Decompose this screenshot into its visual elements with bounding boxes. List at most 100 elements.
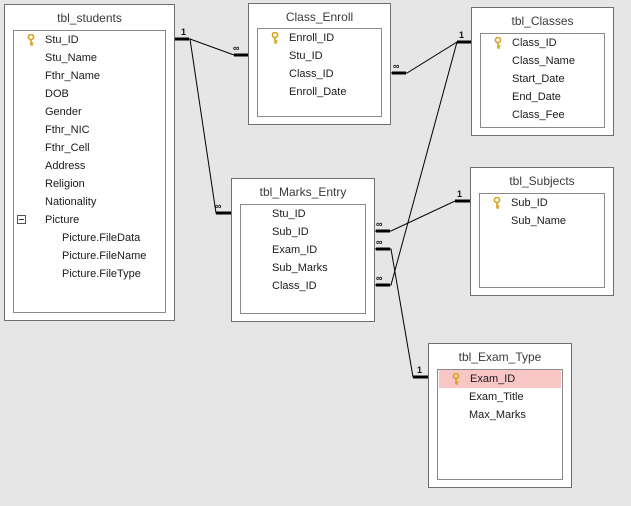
field-row[interactable]: Sub_ID: [241, 223, 365, 241]
field-label: Enroll_ID: [289, 32, 335, 44]
field-label: Gender: [45, 106, 82, 118]
primary-key-icon: [27, 34, 35, 46]
field-row[interactable]: Stu_ID: [14, 31, 165, 49]
field-row[interactable]: Enroll_ID: [258, 29, 381, 47]
field-label: Religion: [45, 178, 85, 190]
field-list: Stu_ID Stu_Name Fthr_Name DOB Gender Fth…: [13, 30, 166, 313]
rel-label-many: ∞: [376, 237, 383, 247]
field-row[interactable]: Class_Fee: [481, 106, 604, 124]
field-label: Picture.FileType: [62, 268, 141, 280]
table-title: Class_Enroll: [285, 10, 354, 24]
field-row[interactable]: Fthr_NIC: [14, 121, 165, 139]
field-label: Sub_Marks: [272, 262, 328, 274]
field-list: Exam_ID Exam_Title Max_Marks: [437, 369, 563, 480]
field-list: Stu_ID Sub_ID Exam_ID Sub_Marks Class_ID: [240, 204, 366, 314]
table-title: tbl_Classes: [511, 14, 574, 28]
field-label: Nationality: [45, 196, 97, 208]
table-title: tbl_students: [57, 11, 122, 25]
field-row[interactable]: Stu_ID: [258, 47, 381, 65]
field-row[interactable]: Stu_ID: [241, 205, 365, 223]
field-row[interactable]: Sub_Name: [480, 212, 604, 230]
table-exam-type[interactable]: tbl_Exam_Type Exam_ID Exam_Title Max_Mar…: [428, 343, 572, 488]
field-label: Max_Marks: [469, 409, 526, 421]
subfield-row[interactable]: Picture.FileType: [14, 265, 165, 283]
field-label: Picture.FileData: [62, 232, 141, 244]
table-title: tbl_Exam_Type: [458, 350, 542, 364]
field-label: Sub_ID: [511, 197, 548, 209]
field-label: Picture: [45, 214, 80, 226]
field-label: Fthr_Name: [45, 70, 101, 82]
field-row[interactable]: Class_ID: [241, 277, 365, 295]
field-row[interactable]: Sub_Marks: [241, 259, 365, 277]
primary-key-icon: [493, 197, 501, 209]
field-row[interactable]: Fthr_Name: [14, 67, 165, 85]
rel-label-one: 1: [459, 30, 464, 40]
field-row[interactable]: Class_ID: [481, 34, 604, 52]
field-list: Class_ID Class_Name Start_Date End_Date …: [480, 33, 605, 128]
table-subjects[interactable]: tbl_Subjects Sub_ID Sub_Name: [470, 167, 614, 296]
rel-label-many: ∞: [393, 61, 400, 71]
field-row[interactable]: Start_Date: [481, 70, 604, 88]
field-row[interactable]: Max_Marks: [438, 406, 562, 424]
field-label: Class_Name: [512, 55, 575, 67]
rel-label-many: ∞: [376, 219, 383, 229]
rel-marks-subjects: [375, 200, 470, 232]
field-row[interactable]: Religion: [14, 175, 165, 193]
field-label: Stu_Name: [45, 52, 97, 64]
field-row[interactable]: End_Date: [481, 88, 604, 106]
field-list: Sub_ID Sub_Name: [479, 193, 605, 288]
field-row[interactable]: Nationality: [14, 193, 165, 211]
field-label: Stu_ID: [272, 208, 306, 220]
field-label: Class_ID: [272, 280, 317, 292]
table-classes[interactable]: tbl_Classes Class_ID Class_Name Start_Da…: [471, 7, 614, 136]
rel-label-one: 1: [417, 365, 422, 375]
field-label: Stu_ID: [289, 50, 323, 62]
field-row[interactable]: Stu_Name: [14, 49, 165, 67]
field-row[interactable]: Fthr_Cell: [14, 139, 165, 157]
collapse-icon[interactable]: [17, 215, 26, 224]
rel-label-many: ∞: [233, 43, 240, 53]
table-students[interactable]: tbl_students Stu_ID Stu_Name Fthr_Name D…: [4, 4, 175, 321]
field-label: Picture.FileName: [62, 250, 147, 262]
field-label: Class_ID: [512, 37, 557, 49]
primary-key-icon: [271, 32, 279, 44]
field-row[interactable]: Enroll_Date: [258, 83, 381, 101]
field-row[interactable]: Exam_ID: [241, 241, 365, 259]
field-list: Enroll_ID Stu_ID Class_ID Enroll_Date: [257, 28, 382, 117]
field-label: Sub_ID: [272, 226, 309, 238]
field-label: Address: [45, 160, 86, 172]
rel-label-one: 1: [181, 27, 186, 37]
field-label: End_Date: [512, 91, 561, 103]
rel-label-one: 1: [457, 189, 462, 199]
rel-label-many: ∞: [215, 201, 222, 211]
rel-label-many: ∞: [376, 273, 383, 283]
primary-key-icon: [494, 37, 502, 49]
field-row[interactable]: Class_Name: [481, 52, 604, 70]
field-label: DOB: [45, 88, 69, 100]
table-marks-entry[interactable]: tbl_Marks_Entry Stu_ID Sub_ID Exam_ID Su…: [231, 178, 375, 322]
primary-key-icon: [452, 373, 460, 385]
field-row[interactable]: Address: [14, 157, 165, 175]
field-row[interactable]: Picture: [14, 211, 165, 229]
table-class-enroll[interactable]: Class_Enroll Enroll_ID Stu_ID Class_ID E…: [248, 3, 391, 125]
field-label: Exam_Title: [469, 391, 524, 403]
field-label: Class_Fee: [512, 109, 565, 121]
field-label: Start_Date: [512, 73, 565, 85]
subfield-row[interactable]: Picture.FileName: [14, 247, 165, 265]
field-row[interactable]: Exam_Title: [438, 388, 562, 406]
field-row[interactable]: Sub_ID: [480, 194, 604, 212]
field-row[interactable]: Class_ID: [258, 65, 381, 83]
field-label: Stu_ID: [45, 34, 79, 46]
rel-students-marks: [175, 38, 231, 214]
field-label: Enroll_Date: [289, 86, 347, 98]
field-row[interactable]: DOB: [14, 85, 165, 103]
field-label: Fthr_Cell: [45, 142, 90, 154]
rel-marks-exam: [375, 248, 428, 378]
subfield-row[interactable]: Picture.FileData: [14, 229, 165, 247]
field-row-selected[interactable]: Exam_ID: [439, 370, 561, 388]
field-label: Sub_Name: [511, 215, 567, 227]
field-label: Fthr_NIC: [45, 124, 90, 136]
field-label: Exam_ID: [272, 244, 318, 256]
field-row[interactable]: Gender: [14, 103, 165, 121]
